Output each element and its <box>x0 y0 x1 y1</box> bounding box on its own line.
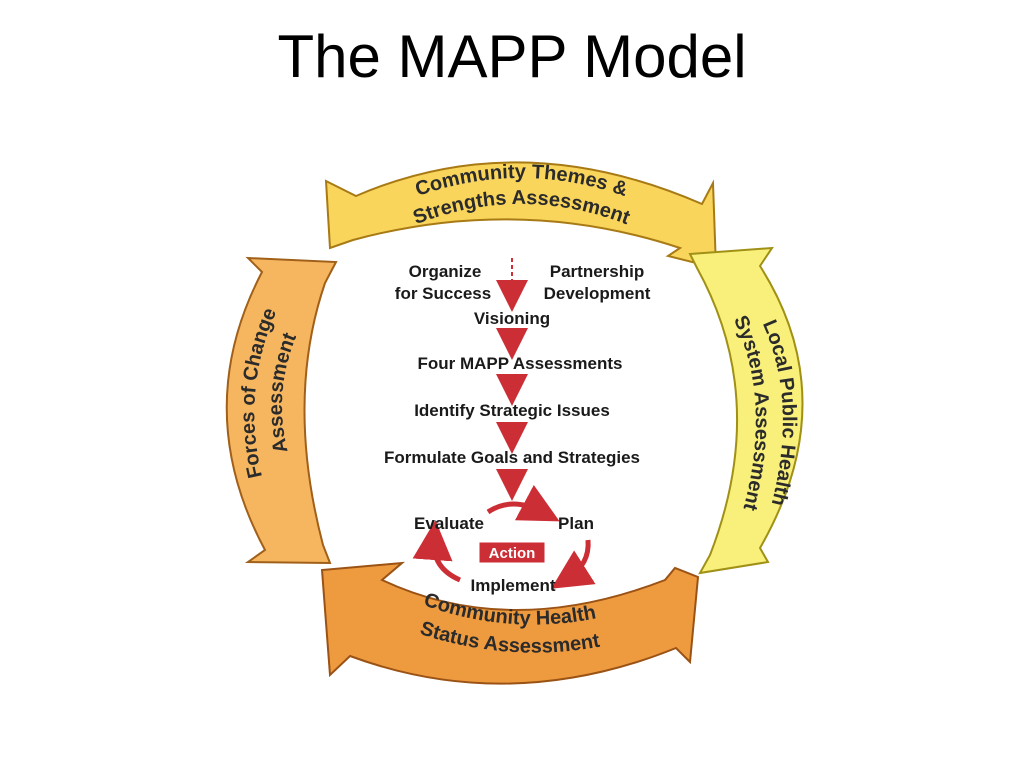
cycle-arrow-implement-to-evaluate <box>412 520 462 583</box>
cycle-plan: Plan <box>558 514 594 533</box>
slide-title: The MAPP Model <box>277 23 747 90</box>
right-arrow-segment <box>688 246 804 575</box>
action-badge <box>478 541 546 564</box>
step-organize-line1: Organize <box>409 262 482 281</box>
cycle-implement: Implement <box>470 576 555 595</box>
step-goals: Formulate Goals and Strategies <box>384 448 640 467</box>
cycle-evaluate: Evaluate <box>414 514 484 533</box>
step-visioning: Visioning <box>474 309 550 328</box>
cycle-arrow-evaluate-to-plan <box>486 484 560 522</box>
step-issues: Identify Strategic Issues <box>414 401 610 420</box>
bottom-arrow-segment <box>320 561 700 685</box>
step-assessments: Four MAPP Assessments <box>417 354 622 373</box>
cycle-arrow-plan-to-implement <box>551 539 596 589</box>
step-partnership-line1: Partnership <box>550 262 644 281</box>
step-partnership-line2: Development <box>544 284 651 303</box>
step-organize-line2: for Success <box>395 284 491 303</box>
left-arrow-segment <box>225 256 338 565</box>
cycle-action: Action <box>489 545 536 562</box>
